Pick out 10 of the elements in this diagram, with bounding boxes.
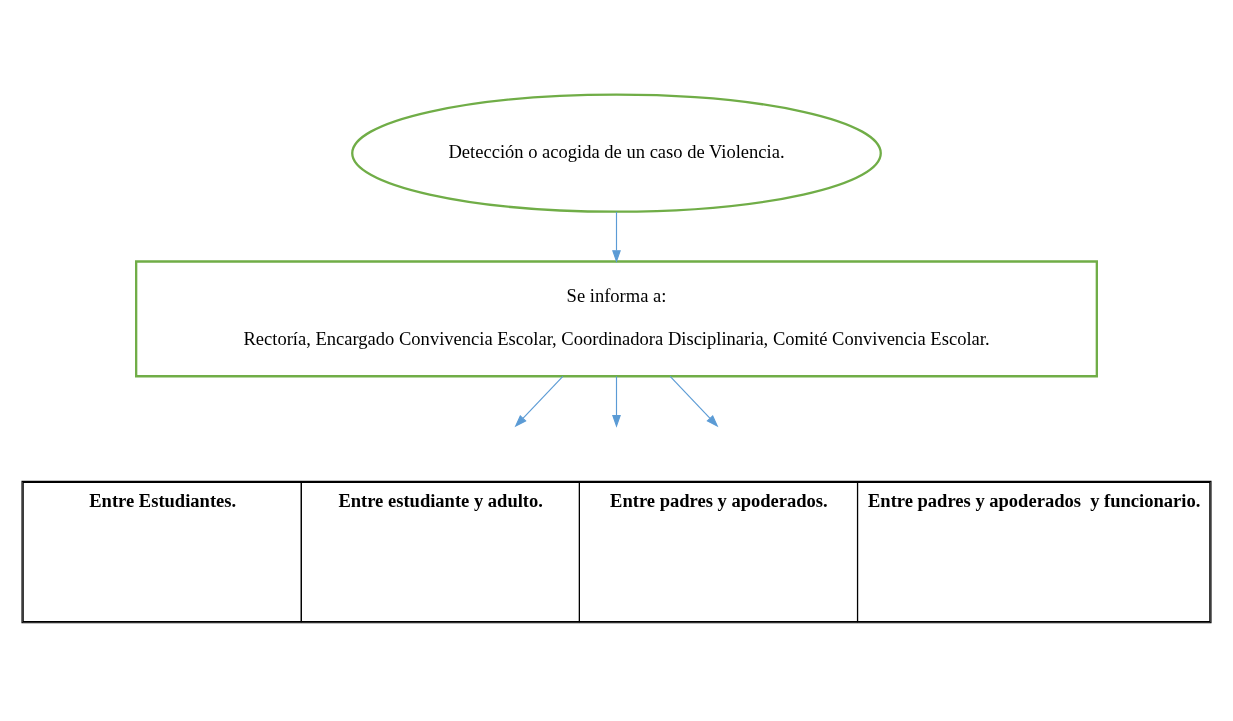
arrow — [612, 210, 621, 263]
node-ellipse: Detección o acogida de un caso de Violencia. — [351, 93, 882, 213]
arrow — [669, 375, 719, 427]
label: Entre estudiante y adulto. — [338, 489, 543, 511]
label: Entre padres y apoderados. — [610, 489, 828, 511]
label: Entre padres y apoderados y funcionario. — [867, 489, 1201, 511]
node-box: Se informa a: Rectoría, Encargado Convivencia Escolar, Coordinadora Disciplinaria, Comité Convivencia Escolar. — [135, 259, 1098, 377]
arrow — [612, 375, 621, 428]
label: Entre Estudiantes. — [89, 489, 237, 511]
arrow — [514, 375, 564, 427]
